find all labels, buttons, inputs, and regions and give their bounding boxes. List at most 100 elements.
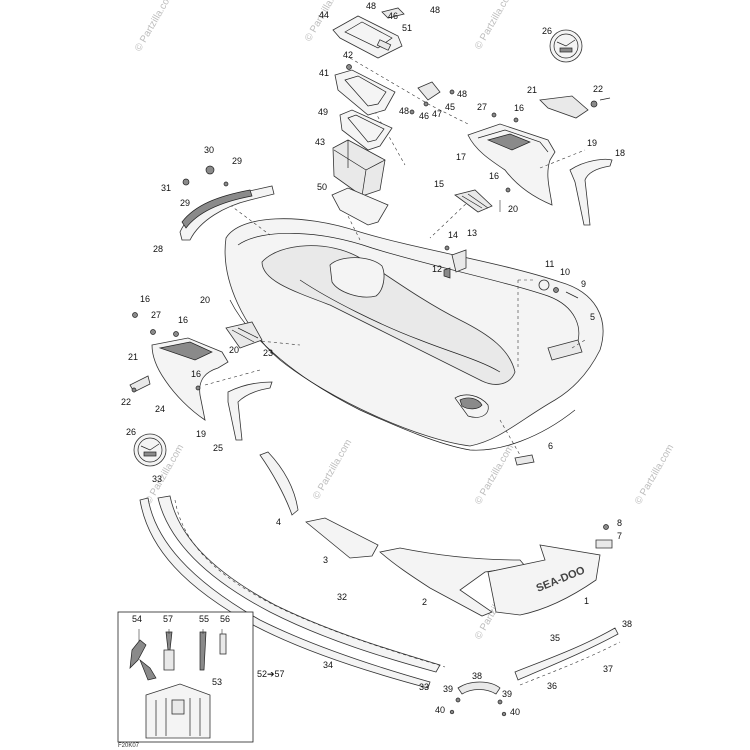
storage-bin-43 (332, 139, 386, 197)
callout-c6: 6 (548, 441, 553, 451)
bracket-8-7 (595, 524, 613, 549)
rub-strip-35-37 (514, 627, 621, 686)
callout-c11: 11 (545, 259, 554, 269)
callout-c3: 3 (323, 555, 328, 565)
callout-c33b: 33 (419, 682, 429, 692)
callout-c22b: 22 (121, 397, 131, 407)
callout-c48d: 48 (399, 106, 409, 116)
callout-c22a: 22 (593, 84, 603, 94)
small-decals-5-6 (514, 454, 535, 466)
rub-strip-33-32-34 (139, 495, 446, 689)
callout-c51: 51 (402, 23, 412, 33)
callout-c19a: 19 (587, 138, 597, 148)
callout-c47: 47 (432, 109, 442, 119)
glovebox-lid-41 (334, 64, 396, 116)
callout-c40b: 40 (510, 707, 520, 717)
callout-c53: 53 (212, 677, 222, 687)
callout-c20b: 20 (200, 295, 210, 305)
right-trim-18 (569, 158, 613, 226)
vent-cover-15 (454, 189, 493, 213)
callout-c40a: 40 (435, 705, 445, 715)
callout-c46b: 46 (419, 111, 429, 121)
callout-c27b: 27 (151, 310, 161, 320)
decal-3 (305, 517, 379, 559)
gauge-26-left (133, 433, 167, 467)
callout-c10: 10 (560, 267, 570, 277)
callout-c21b: 21 (128, 352, 138, 362)
storage-lid-44 (332, 7, 405, 59)
callout-c16a: 16 (514, 103, 524, 113)
right-decal-19 (539, 149, 586, 169)
callout-c39a: 39 (443, 684, 453, 694)
callout-c7: 7 (617, 531, 622, 541)
latch-45 (409, 81, 455, 115)
watermark-text: © Partzilla.com (311, 438, 354, 502)
callout-c18: 18 (615, 148, 625, 158)
watermark-text: © Partzilla.com (133, 0, 176, 53)
watermark-text: © Partzilla.com (473, 443, 516, 507)
callout-c16b: 16 (489, 171, 499, 181)
callout-c28: 28 (153, 244, 163, 254)
callout-c44: 44 (319, 10, 329, 20)
callout-c32: 32 (337, 592, 347, 602)
callout-c16d: 16 (178, 315, 188, 325)
callout-c29a: 29 (232, 156, 242, 166)
callout-c20a: 20 (508, 204, 518, 214)
callout-c21a: 21 (527, 85, 537, 95)
callout-c27a: 27 (477, 102, 487, 112)
callout-c42: 42 (343, 50, 353, 60)
callout-c41: 41 (319, 68, 329, 78)
gasket-49 (339, 109, 393, 151)
callout-c48b: 48 (430, 5, 440, 15)
callout-c30: 30 (204, 145, 214, 155)
decal-4 (259, 451, 299, 516)
left-side-panel-24 (129, 321, 263, 421)
tool-kit-box (117, 611, 254, 743)
callout-c34: 34 (323, 660, 333, 670)
callout-c8: 8 (617, 518, 622, 528)
callout-c46a: 46 (388, 11, 398, 21)
callout-c26b: 26 (126, 427, 136, 437)
callout-c25: 25 (213, 443, 223, 453)
callout-c55: 55 (199, 614, 209, 624)
callout-c1: 1 (584, 596, 589, 606)
kit-leaders (138, 629, 223, 642)
callout-c57: 57 (163, 614, 173, 624)
gauge-26-top (549, 29, 583, 63)
fasteners (131, 112, 579, 393)
callout-c13: 13 (467, 228, 477, 238)
callout-c17: 17 (456, 152, 466, 162)
callout-c14: 14 (448, 230, 458, 240)
hull-body (224, 218, 604, 451)
callout-c56: 56 (220, 614, 230, 624)
callout-c37: 37 (603, 664, 613, 674)
right-side-panel-17 (467, 95, 611, 206)
doc-code: F20K07 (118, 743, 140, 749)
bow-eye-38 (449, 681, 507, 717)
left-trim-25 (204, 369, 273, 441)
callout-c20c: 20 (229, 345, 239, 355)
callout-c15: 15 (434, 179, 444, 189)
callout-c52: 52➔57 (257, 669, 285, 679)
callout-c12: 12 (432, 264, 442, 274)
callout-c4: 4 (276, 517, 281, 527)
callout-c33a: 33 (152, 474, 162, 484)
callout-c9: 9 (581, 279, 586, 289)
grab-handle-28 (179, 165, 275, 241)
callout-c2: 2 (422, 597, 427, 607)
callout-c54: 54 (132, 614, 142, 624)
callout-c16c: 16 (140, 294, 150, 304)
callout-c29b: 29 (180, 198, 190, 208)
callout-c43: 43 (315, 137, 325, 147)
callout-c45: 45 (445, 102, 455, 112)
callout-c35: 35 (550, 633, 560, 643)
callout-c26a: 26 (542, 26, 552, 36)
watermark-text: © Partzilla.com (473, 0, 516, 51)
callout-c38b: 38 (472, 671, 482, 681)
callout-c50: 50 (317, 182, 327, 192)
mat-50 (331, 187, 389, 226)
watermark-text: © Partzilla.com (633, 443, 676, 507)
callout-c48a: 48 (366, 1, 376, 11)
